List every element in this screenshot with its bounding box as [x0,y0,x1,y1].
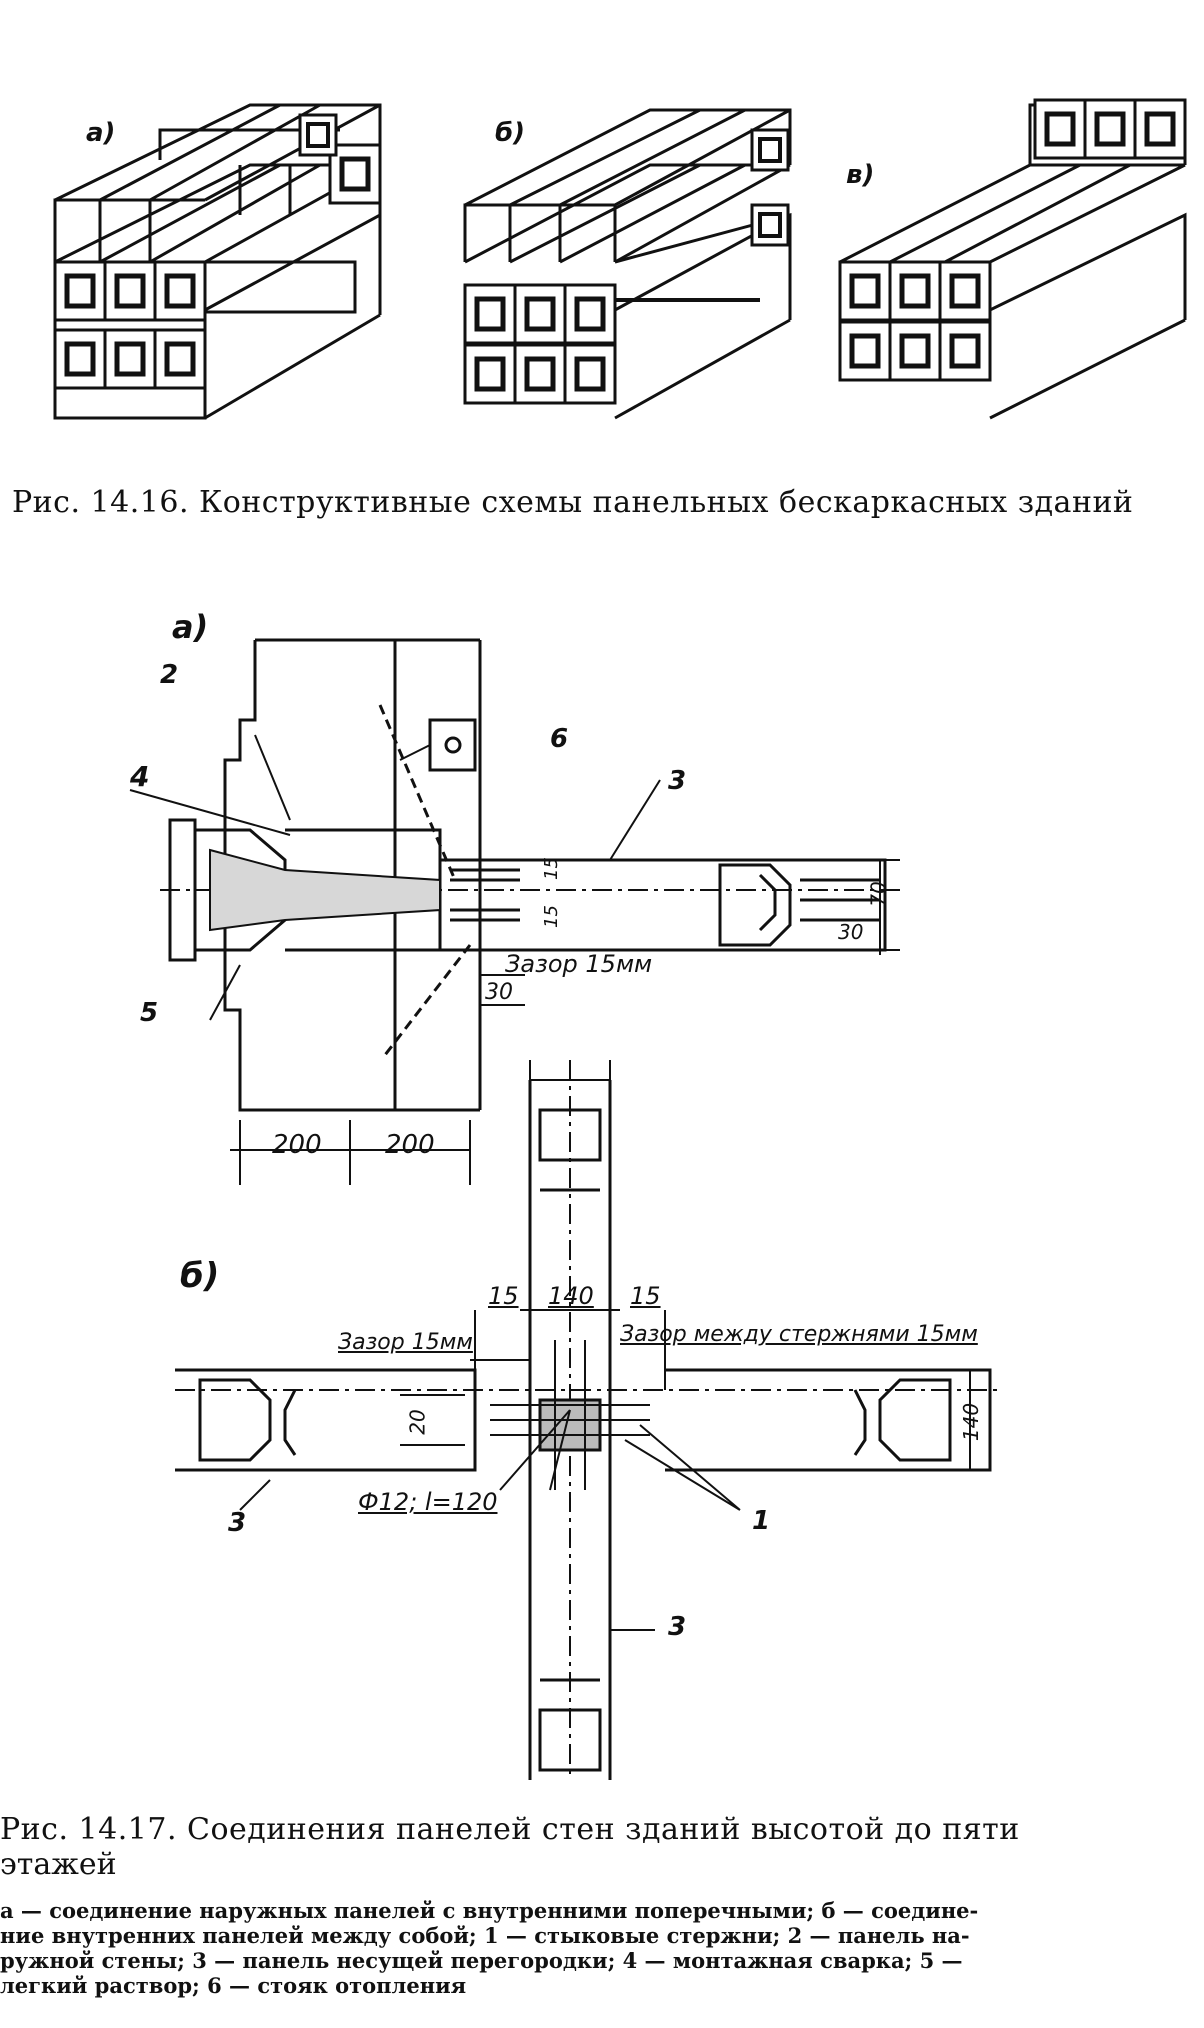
dim-140-right: 140 [959,1402,984,1442]
dim-200-right: 200 [385,1130,435,1160]
dim-30-right: 30 [838,920,864,944]
dim-30-bottom: 30 [485,980,513,1005]
scheme-b-label: б) [495,118,526,148]
gap-label-a: Зазор 15мм [505,950,653,978]
dim-15-left: 15 [488,1282,519,1310]
scheme-a-label: а) [86,118,116,148]
fig16-caption: Рис. 14.16. Конструктивные схемы панельн… [12,485,1134,520]
dim-140-top: 140 [548,1282,594,1310]
callout-4: 4 [130,760,150,793]
rod-spec-label: Ф12; l=120 [358,1488,498,1516]
dim-15-bottom: 15 [540,905,562,928]
gap-label-b: Зазор 15мм [338,1330,473,1355]
callout-6: 6 [550,724,569,754]
callout-5: 5 [140,998,159,1028]
dim-70: 70 [866,881,891,907]
scheme-c-label: в) [846,160,875,190]
fig17-legend-4: легкий раствор; 6 — стояк отопления [0,1973,467,1998]
fig17-legend-2: ние внутренних панелей между собой; 1 — … [0,1923,970,1948]
joint-b-drawing [175,1060,1000,1780]
fig17-caption-line2: этажей [0,1847,117,1882]
fig17-caption-line1: Рис. 14.17. Соединения панелей стен здан… [0,1812,1020,1847]
joint-a-label: а) [172,608,209,646]
joint-b-label: б) [180,1256,220,1296]
dim-15-right: 15 [630,1282,661,1310]
dim-200-left: 200 [272,1130,322,1160]
dim-20: 20 [405,1409,430,1435]
callout-3: 3 [668,766,687,796]
callout-2: 2 [160,660,179,690]
gap-rods-label: Зазор между стержнями 15мм [620,1322,978,1347]
joint-a-drawing [129,638,900,1185]
mortar-fill [209,848,441,932]
callout-3-bottom: 3 [668,1612,687,1642]
callout-1: 1 [752,1506,771,1536]
fig17-legend-3: ружной стены; 3 — панель несущей перегор… [0,1948,963,1973]
fig17-legend-1: а — соединение наружных панелей с внутре… [0,1898,979,1923]
callout-3-left: 3 [228,1508,247,1538]
dim-15-top: 15 [540,857,562,880]
